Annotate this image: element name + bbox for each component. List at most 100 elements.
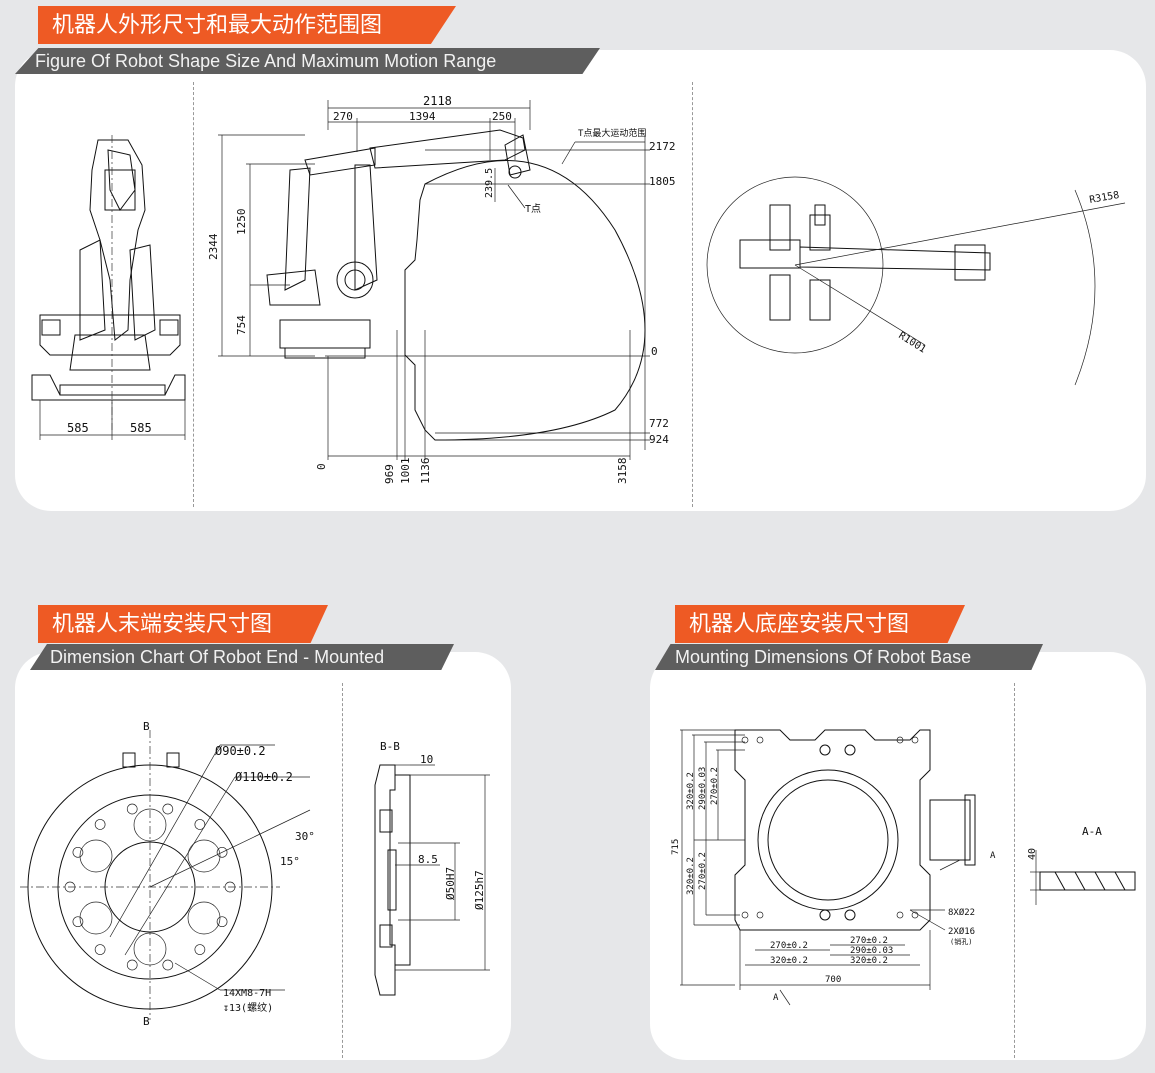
side-r-772: 772	[649, 417, 669, 430]
flange-bolt-hole	[187, 839, 221, 873]
side-top-c: 250	[492, 110, 512, 123]
side-b-969: 969	[383, 464, 396, 484]
base-mount-hole	[911, 736, 919, 744]
base-holes-2-note: (销孔)	[950, 937, 972, 946]
base-thick: 40	[1027, 848, 1038, 860]
flange-thread-hole	[72, 916, 84, 928]
divider-4	[1014, 683, 1015, 1058]
end-card	[15, 652, 511, 1060]
base-l-270: 270±0.2	[710, 767, 720, 805]
base-a-mark-2: A	[773, 993, 779, 1003]
side-r-1805: 1805	[649, 175, 676, 188]
side-h-total: 2344	[207, 233, 220, 260]
flange-bolt-hole	[79, 839, 113, 873]
base-b-270-left: 270±0.2	[770, 941, 808, 951]
end-title-cn: 机器人末端安装尺寸图	[38, 605, 328, 643]
side-top-b: 1394	[409, 110, 436, 123]
base-l-715: 715	[671, 839, 681, 855]
front-dim-right: 585	[130, 421, 152, 435]
base-title-en: Mounting Dimensions Of Robot Base	[655, 644, 1043, 670]
base-mount-hole	[741, 736, 749, 744]
end-d90: Ø90±0.2	[215, 744, 266, 758]
flange-thread-hole	[126, 803, 138, 815]
flange-bolt-hole	[133, 808, 167, 842]
flange-thread-hole	[72, 846, 84, 858]
flange-thread-hole	[126, 959, 138, 971]
base-b-700: 700	[825, 975, 841, 985]
side-top-total: 2118	[423, 94, 452, 108]
robot-side-view: 2118 270 1394 250 2344 1250 754 239.5 T点…	[207, 94, 676, 485]
base-l-270b: 270±0.2	[698, 852, 708, 890]
base-holes-8: 8XØ22	[948, 907, 975, 918]
side-b-3158: 3158	[616, 458, 629, 485]
flange-bolt-hole	[187, 901, 221, 935]
base-b-320-left: 320±0.2	[770, 956, 808, 966]
end-a30: 30°	[295, 830, 315, 843]
flange-thread-hole	[162, 959, 174, 971]
robot-front-view: 585 585	[31, 135, 186, 440]
side-b-0: 0	[315, 463, 328, 470]
top-r-inner: R1001	[896, 330, 927, 355]
end-d125: Ø125h7	[473, 870, 486, 910]
shape-title-cn: 机器人外形尺寸和最大动作范围图	[38, 6, 456, 44]
end-flange-view: B B Ø90±0.2 Ø110±0.2 30° 15° 14XM8-7H ↧1…	[20, 720, 315, 1028]
base-mount-hole	[896, 911, 904, 919]
shape-title-en: Figure Of Robot Shape Size And Maximum M…	[15, 48, 600, 74]
base-mount-hole	[741, 911, 749, 919]
flange-thread-hole	[162, 803, 174, 815]
side-h-upper: 1250	[235, 209, 248, 236]
side-r-924: 924	[649, 433, 669, 446]
side-r-0: 0	[651, 345, 658, 358]
base-b-320-right: 320±0.2	[850, 956, 888, 966]
base-card	[650, 652, 1146, 1060]
base-section-view: A-A 40	[1027, 825, 1136, 905]
base-b-290-right: 290±0.03	[850, 946, 893, 956]
end-d110: Ø110±0.2	[235, 770, 293, 784]
end-d10: 10	[420, 753, 433, 766]
side-top-a: 270	[333, 110, 353, 123]
divider-1	[193, 82, 194, 507]
top-r-outer: R3158	[1089, 190, 1121, 206]
end-title-en: Dimension Chart Of Robot End - Mounted	[30, 644, 454, 670]
base-mount-hole	[896, 736, 904, 744]
side-b-1001: 1001	[399, 458, 412, 485]
base-mount-hole	[756, 736, 764, 744]
base-l-320: 320±0.2	[686, 772, 696, 810]
side-t-offset: 239.5	[484, 168, 495, 198]
end-d50: Ø50H7	[444, 867, 457, 900]
base-mount-hole	[756, 911, 764, 919]
flange-thread-hole	[194, 819, 206, 830]
flange-thread-hole	[94, 819, 106, 830]
divider-2	[692, 82, 693, 507]
base-mount-hole	[911, 911, 919, 919]
side-h-lower: 754	[235, 315, 248, 335]
end-b-top: B	[143, 720, 150, 733]
base-plate-view: 715 320±0.2 290±0.03 270±0.2 320±0.2 270…	[671, 729, 996, 1006]
base-title-cn: 机器人底座安装尺寸图	[675, 605, 965, 643]
side-t-range: T点最大运动范围	[578, 127, 646, 139]
flange-thread-hole	[216, 916, 228, 928]
flange-bolt-hole	[79, 901, 113, 935]
base-l-290: 290±0.03	[698, 767, 708, 810]
base-b-270-right: 270±0.2	[850, 936, 888, 946]
end-section: B-B	[380, 740, 400, 753]
base-section: A-A	[1082, 825, 1102, 838]
end-d85: 8.5	[418, 853, 438, 866]
flange-thread-hole	[216, 846, 228, 858]
base-l-320b: 320±0.2	[686, 857, 696, 895]
side-t-point: T点	[525, 203, 541, 215]
divider-3	[342, 683, 343, 1058]
base-a-mark-1: A	[990, 851, 996, 861]
robot-top-view: R3158 R1001	[706, 176, 1126, 386]
flange-thread-hole	[94, 944, 106, 955]
side-r-2172: 2172	[649, 140, 676, 153]
base-holes-2: 2XØ16	[948, 926, 975, 937]
flange-thread-hole	[194, 944, 206, 955]
end-b-bottom: B	[143, 1015, 150, 1028]
end-depth: ↧13(螺纹)	[223, 1001, 273, 1014]
end-section-view: B-B 10 8.5 Ø50H7 Ø125h7	[374, 740, 490, 996]
end-holes: 14XM8-7H	[223, 988, 271, 999]
end-a15: 15°	[280, 855, 300, 868]
side-b-1136: 1136	[419, 458, 432, 485]
front-dim-left: 585	[67, 421, 89, 435]
